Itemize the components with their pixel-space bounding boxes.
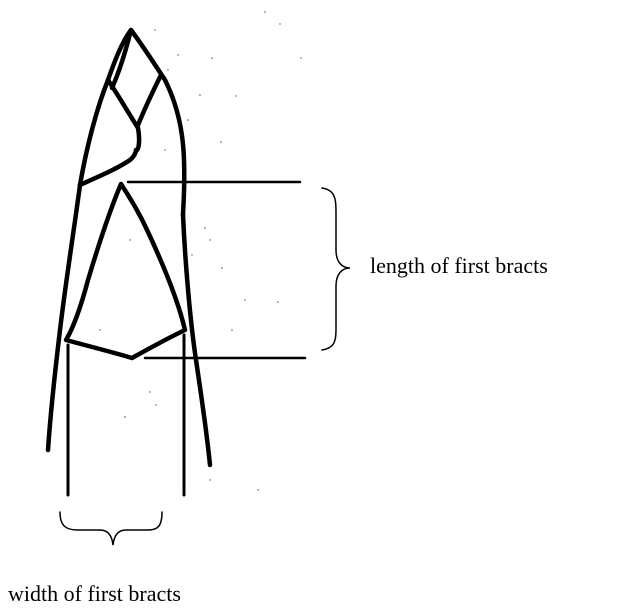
apex-inner-left xyxy=(108,80,139,150)
outer-sheath-right xyxy=(183,215,210,465)
width-label: width of first bracts xyxy=(8,583,181,605)
apex-base-curve xyxy=(80,150,136,185)
plant-drawing xyxy=(48,30,210,495)
apex-inner-right xyxy=(138,75,161,125)
length-brace xyxy=(322,188,350,350)
width-brace xyxy=(60,512,162,545)
speckle-noise xyxy=(99,11,301,490)
length-label: length of first bracts xyxy=(370,255,548,277)
first-bract xyxy=(66,184,185,358)
